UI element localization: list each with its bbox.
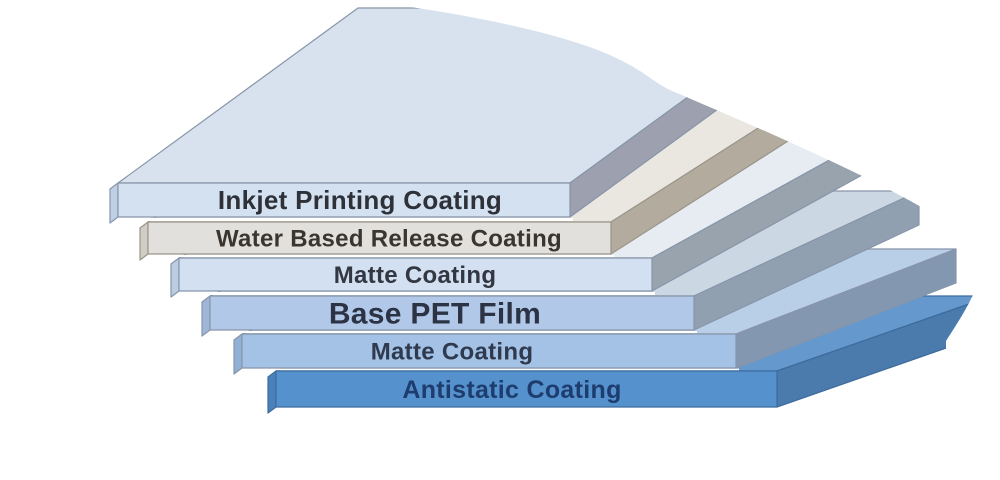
matte-upper-label: Matte Coating (334, 262, 497, 289)
antistatic-label: Antistatic Coating (402, 376, 621, 404)
gap-3 (200, 292, 655, 295)
matte-lower-left-bevel (233, 333, 243, 375)
gap-4 (232, 331, 697, 333)
release-left-bevel (139, 221, 149, 261)
base-pet-label: Base PET Film (329, 298, 541, 331)
gap-5 (266, 368, 739, 371)
matte-lower-front-face (241, 333, 737, 369)
antistatic-front-face (275, 370, 778, 408)
inkjet-label: Inkjet Printing Coating (218, 185, 502, 215)
inkjet-left-bevel (109, 182, 119, 224)
base-pet-left-bevel (201, 295, 211, 337)
antistatic-left-bevel (267, 370, 277, 414)
release-front-face (147, 221, 612, 255)
base-pet-front-face (209, 295, 695, 331)
matte-upper-front-face (178, 257, 653, 292)
gap-1 (138, 218, 573, 221)
gap-2 (169, 255, 614, 257)
inkjet-front-face (117, 182, 571, 218)
release-label: Water Based Release Coating (216, 226, 562, 253)
matte-upper-left-bevel (170, 257, 180, 298)
matte-lower-label: Matte Coating (371, 339, 534, 366)
